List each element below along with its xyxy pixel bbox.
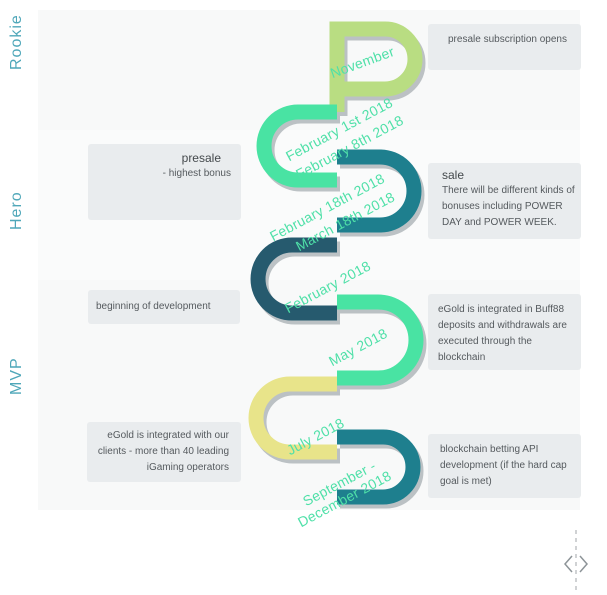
milestone-text: blockchain betting API development (if t… xyxy=(440,444,567,487)
milestone-text: presale subscription opens xyxy=(448,34,567,45)
milestone-text: eGold is integrated with our clients - m… xyxy=(97,430,229,473)
milestone-text: eGold is integrated in Buff88 deposits a… xyxy=(438,304,567,363)
milestone-text: beginning of development xyxy=(96,301,211,312)
milestone-title: presale xyxy=(181,151,221,165)
milestone-presale: presale - highest bonus xyxy=(88,144,241,220)
snake-segment-yellow xyxy=(248,376,337,460)
milestone-text: There will be different kinds of bonuses… xyxy=(442,185,575,228)
milestone-text: - highest bonus xyxy=(162,168,231,179)
snake-segment-lime xyxy=(329,21,423,112)
milestone-clients: eGold is integrated with our clients - m… xyxy=(87,422,241,482)
milestone-betting: blockchain betting API development (if t… xyxy=(428,434,581,498)
milestone-sale: sale There will be different kinds of bo… xyxy=(428,163,581,239)
milestone-development: beginning of development xyxy=(88,290,240,324)
snake-segment-mint-2 xyxy=(337,294,424,386)
milestone-buff88: eGold is integrated in Buff88 deposits a… xyxy=(428,294,581,370)
prev-next-arrows-icon[interactable] xyxy=(560,530,592,590)
snake-segment-teal-1 xyxy=(337,149,422,233)
milestone-presale-subscription: presale subscription opens xyxy=(428,24,581,70)
milestone-title: sale xyxy=(442,168,465,182)
snake-segment-mint-1 xyxy=(256,104,337,188)
snake-segment-navy xyxy=(250,237,337,321)
nav-arrows[interactable] xyxy=(560,530,592,590)
snake-segment-teal-2 xyxy=(337,429,421,505)
